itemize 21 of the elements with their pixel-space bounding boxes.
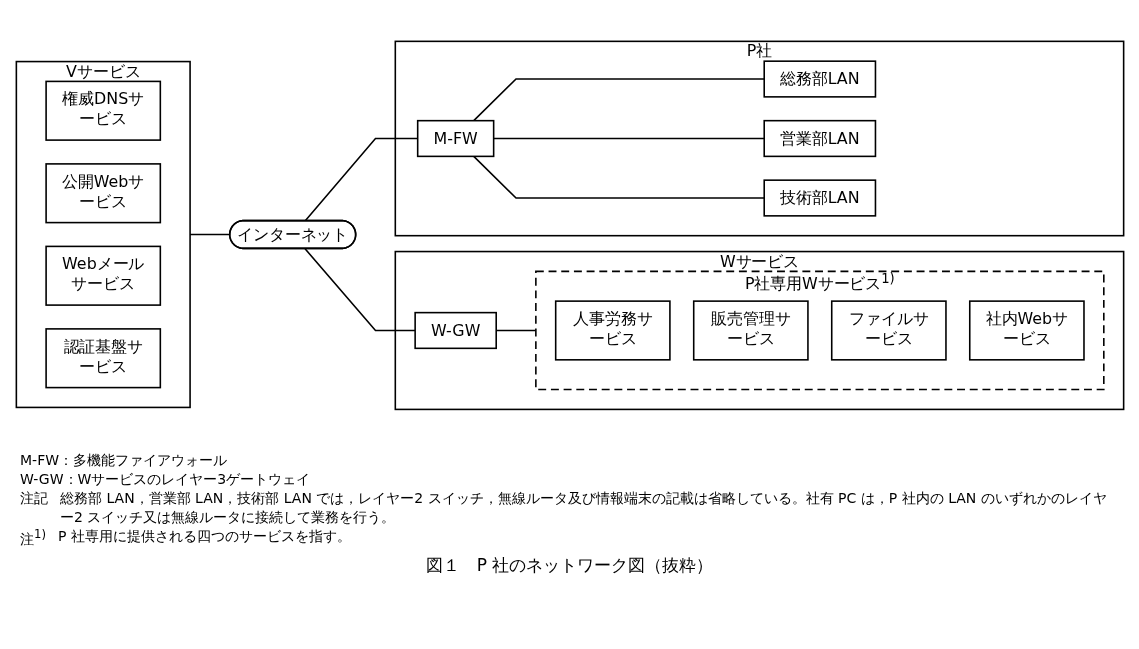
note-text: 総務部 LAN，営業部 LAN，技術部 LAN では，レイヤー2 スイッチ，無線ルータ及び情報端末の記載は省略している。社有 PC は，P 社内の LAN のいずれかのレイヤー2 スイッチ又は無線ルータに接続して業務を行う。 [60,489,1108,526]
node-box: 認証基盤サービス [44,327,161,388]
figure-caption: 図１ P 社のネットワーク図（抜粋） [424,553,715,577]
node-box: 販売管理サービス [692,299,809,361]
node-box: 総務部LAN [762,60,876,98]
node-box: 公開Webサービス [44,162,161,223]
node-box: M-FW [416,119,494,157]
node-box: Webメールサービス [44,245,161,306]
note-marker: 注記 [20,489,48,509]
node-box: 人事労務サービス [554,299,671,361]
note-text: P 社専用に提供される四つのサービスを指す。 [57,526,352,546]
node-box: ファイルサービス [830,299,947,361]
node-box: 権威DNSサービス [44,80,161,141]
abbreviation-note: W-GW：Wサービスのレイヤー3ゲートウェイ [20,470,311,489]
abbreviation-note: M-FW：多機能ファイアウォール [20,451,228,470]
node-box: 営業部LAN [762,119,876,157]
node-box: 技術部LAN [762,179,876,217]
node-box: 社内Webサービス [968,299,1085,361]
connector [303,137,418,222]
node-box: W-GW [413,311,497,349]
note-marker: 注$^{1)}$ [20,526,46,548]
